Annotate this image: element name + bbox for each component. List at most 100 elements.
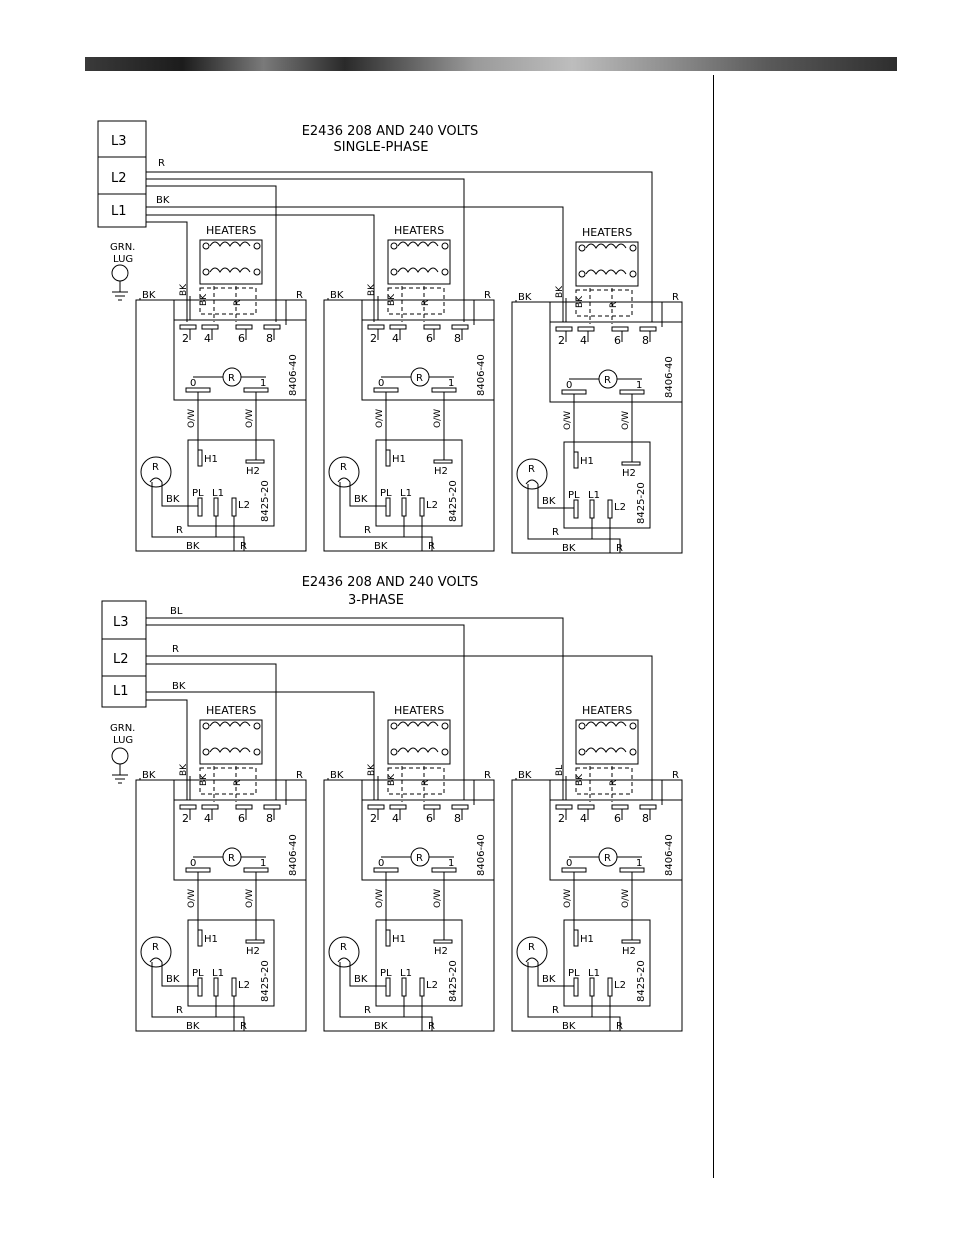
pilot-lamp-filament bbox=[525, 957, 539, 963]
ground-lug-icon bbox=[111, 747, 129, 765]
switch-terminal-label: 8 bbox=[454, 812, 461, 825]
wire-label: BK bbox=[142, 290, 156, 301]
header-bar bbox=[85, 57, 897, 71]
pilot-lamp-icon bbox=[140, 936, 172, 968]
wire-segment bbox=[537, 484, 574, 509]
thermostat-terminal bbox=[197, 449, 203, 467]
wire-label: BK bbox=[199, 773, 209, 786]
module-enclosure bbox=[511, 301, 683, 554]
thermostat-body bbox=[375, 919, 463, 1007]
l2-terminal-label: L2 bbox=[238, 500, 250, 511]
switch-terminal bbox=[179, 804, 197, 810]
switch-terminal-label: 6 bbox=[614, 334, 621, 347]
switch-body bbox=[173, 799, 307, 881]
thermostat-h2-label: H2 bbox=[434, 946, 448, 957]
thermostat-terminal bbox=[197, 977, 203, 997]
internal-wiring bbox=[575, 767, 633, 795]
l2-terminal-label: L2 bbox=[426, 980, 438, 991]
wire-label: R bbox=[176, 1005, 183, 1016]
switch-terminal-label: 8 bbox=[266, 812, 273, 825]
module-enclosure bbox=[135, 779, 307, 1032]
thermostat-body bbox=[375, 439, 463, 527]
heater-terminal bbox=[202, 722, 210, 730]
heater-coil-icon bbox=[397, 241, 439, 247]
switch-terminal bbox=[451, 804, 469, 810]
switch-terminal bbox=[389, 804, 407, 810]
heater-coil-icon bbox=[585, 269, 627, 275]
thermostat-h2-label: H2 bbox=[622, 946, 636, 957]
pilot-light-terminal-label: PL bbox=[568, 968, 580, 979]
internal-wiring bbox=[387, 287, 445, 315]
wire-segment bbox=[473, 779, 494, 805]
l2-terminal-label: L2 bbox=[426, 500, 438, 511]
wire-label: O/W bbox=[187, 409, 197, 428]
thermostat-terminal bbox=[573, 499, 579, 519]
supply-wire-label: R bbox=[172, 644, 179, 655]
switch-terminal bbox=[263, 324, 281, 330]
switch-terminal bbox=[263, 804, 281, 810]
module-enclosure bbox=[135, 299, 307, 552]
wire-segment bbox=[161, 482, 198, 507]
pilot-lamp-icon bbox=[328, 456, 360, 488]
wire-label: BK bbox=[518, 770, 532, 781]
thermostat-terminal bbox=[197, 929, 203, 947]
thermostat-h1-label: H1 bbox=[580, 934, 594, 945]
wire-segment bbox=[592, 538, 621, 553]
switch-terminal-label: 6 bbox=[238, 812, 245, 825]
thermostat-h1-label: H1 bbox=[204, 454, 218, 465]
thermostat-part-number: 8425-20 bbox=[260, 960, 271, 1002]
supply-terminal-l1: L1 bbox=[113, 684, 129, 699]
heater-terminal bbox=[202, 268, 210, 276]
diagram-three-phase: E2436 208 AND 240 VOLTS 3-PHASE L3 L2 L1… bbox=[101, 575, 683, 1032]
heater-terminal bbox=[629, 270, 637, 278]
internal-wiring bbox=[575, 289, 633, 317]
wire-label: BK bbox=[555, 285, 565, 298]
switch-terminal-label: 6 bbox=[426, 332, 433, 345]
switch-part-number: 8406-40 bbox=[476, 354, 487, 396]
thermostat-body bbox=[187, 439, 275, 527]
l2-terminal-label: L2 bbox=[238, 980, 250, 991]
heaters-label: HEATERS bbox=[206, 704, 256, 717]
wire-label: BK bbox=[367, 763, 377, 776]
thermostat-terminal bbox=[573, 929, 579, 947]
heater-terminal bbox=[253, 242, 261, 250]
wire-label: BK bbox=[374, 1021, 388, 1032]
wire-label: O/W bbox=[245, 889, 255, 908]
wire-label: R bbox=[609, 302, 619, 308]
thermostat-body bbox=[187, 919, 275, 1007]
thermostat-part-number: 8425-20 bbox=[448, 480, 459, 522]
thermostat-h2-label: H2 bbox=[622, 468, 636, 479]
pilot-lamp-label: R bbox=[152, 462, 159, 473]
switch-part-number: 8406-40 bbox=[664, 834, 675, 876]
wire-segment bbox=[537, 962, 574, 987]
pilot-lamp-label: R bbox=[152, 942, 159, 953]
thermostat-part-number: 8425-20 bbox=[448, 960, 459, 1002]
diagram-subtitle-2: 3-PHASE bbox=[348, 593, 404, 608]
switch-terminal bbox=[451, 324, 469, 330]
wire-segment bbox=[151, 482, 217, 538]
switch-body bbox=[361, 799, 495, 881]
thermostat-terminal bbox=[589, 499, 595, 519]
wire-label: BK bbox=[367, 283, 377, 296]
switch-body bbox=[173, 319, 307, 401]
supply-wire-label: R bbox=[158, 158, 165, 169]
supply-terminal-l2: L2 bbox=[111, 171, 127, 186]
wire-label: O/W bbox=[621, 411, 631, 430]
pilot-lamp-icon bbox=[516, 936, 548, 968]
wire-label: BK bbox=[354, 974, 368, 985]
heater-terminal bbox=[441, 268, 449, 276]
wire-label: R bbox=[364, 525, 371, 536]
heater-frame bbox=[575, 719, 639, 765]
wire-label: R bbox=[552, 527, 559, 538]
switch-terminal bbox=[555, 804, 573, 810]
switch-terminal-label: 2 bbox=[182, 812, 189, 825]
ground-label: LUG bbox=[113, 735, 133, 746]
heater-coil-icon bbox=[209, 747, 251, 753]
switch-terminal-label: 6 bbox=[238, 332, 245, 345]
wire-label: O/W bbox=[375, 409, 385, 428]
thermostat-terminal bbox=[573, 977, 579, 997]
heater-coil-icon bbox=[209, 267, 251, 273]
thermostat-terminal bbox=[621, 461, 641, 466]
pilot-lamp-filament bbox=[149, 957, 163, 963]
